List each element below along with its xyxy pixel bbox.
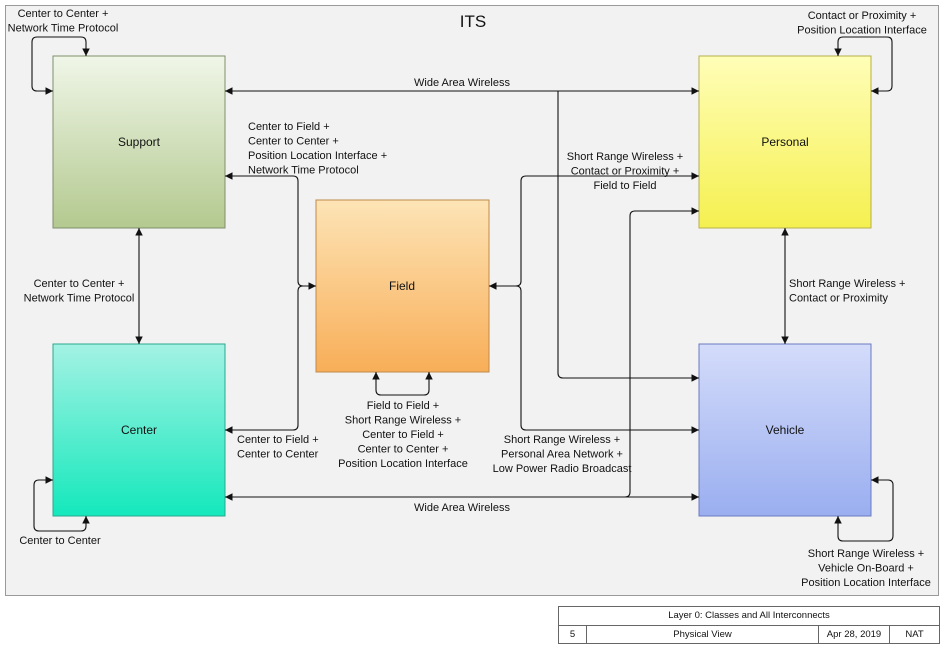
field-box[interactable]: Field xyxy=(315,199,490,373)
support-vehicle-connector xyxy=(557,91,699,382)
field-vehicle-label: Short Range Wireless + Personal Area Netw… xyxy=(493,434,632,475)
personal-self-connector xyxy=(834,36,893,95)
label-line: Center to Center xyxy=(19,535,101,547)
label-line: Field to Field xyxy=(594,180,657,192)
label-line: Center to Center + xyxy=(34,278,125,290)
label-line: Center to Field + xyxy=(248,121,330,133)
label-line: Short Range Wireless + xyxy=(789,278,905,290)
label-line: Wide Area Wireless xyxy=(414,502,510,514)
support-box[interactable]: Support xyxy=(52,55,226,229)
personal-vehicle-label: Short Range Wireless + Contact or Proximi… xyxy=(789,278,905,305)
label-line: Short Range Wireless + xyxy=(345,415,461,427)
label-line: Field to Field + xyxy=(367,400,439,412)
personal-self-label: Contact or Proximity + Position Location … xyxy=(797,10,927,37)
center-field-connector xyxy=(225,285,304,434)
center-box[interactable]: Center xyxy=(52,343,226,517)
support-personal-label: Wide Area Wireless xyxy=(414,77,510,89)
label-line: Network Time Protocol xyxy=(24,293,135,305)
vehicle-box[interactable]: Vehicle xyxy=(698,343,872,517)
label-line: Short Range Wireless + xyxy=(567,151,683,163)
title-block: Layer 0: Classes and All Interconnects 5… xyxy=(558,606,940,644)
label-line: Vehicle On-Board + xyxy=(818,563,914,575)
center-label: Center xyxy=(121,423,157,437)
label-line: Center to Center + xyxy=(248,136,339,148)
field-self-connector xyxy=(372,372,433,396)
support-field-connector xyxy=(225,172,316,290)
personal-label: Personal xyxy=(761,135,808,149)
field-personal-connector xyxy=(489,172,699,290)
title-block-org: NAT xyxy=(905,629,924,640)
label-line: Short Range Wireless + xyxy=(504,434,620,446)
title-block-number: 5 xyxy=(559,626,587,644)
label-line: Position Location Interface xyxy=(797,25,927,37)
label-line: Center to Center + xyxy=(358,444,449,456)
label-line: Low Power Radio Broadcast xyxy=(493,463,632,475)
center-self-label: Center to Center xyxy=(19,535,101,547)
label-line: Short Range Wireless + xyxy=(808,548,924,560)
label-line: Wide Area Wireless xyxy=(414,77,510,89)
center-self-connector xyxy=(33,476,90,532)
field-vehicle-connector xyxy=(515,285,699,434)
title-block-heading: Layer 0: Classes and All Interconnects xyxy=(559,607,939,626)
support-label: Support xyxy=(118,135,161,149)
center-field-label: Center to Field + Center to Center xyxy=(237,434,319,461)
label-line: Center to Center + xyxy=(18,8,109,20)
label-line: Personal Area Network + xyxy=(501,449,623,461)
support-center-label: Center to Center + Network Time Protocol xyxy=(24,278,135,305)
support-self-label: Center to Center + Network Time Protocol xyxy=(8,8,119,35)
center-vehicle-label: Wide Area Wireless xyxy=(414,502,510,514)
title-block-view: Physical View xyxy=(587,626,819,644)
label-line: Center to Center xyxy=(237,449,319,461)
field-label: Field xyxy=(389,279,415,293)
label-line: Contact or Proximity + xyxy=(808,10,917,22)
connector-labels: Center to Center +Network Time ProtocolC… xyxy=(8,8,931,589)
label-line: Position Location Interface + xyxy=(248,150,387,162)
personal-box[interactable]: Personal xyxy=(698,55,872,229)
vehicle-label: Vehicle xyxy=(766,423,805,437)
label-line: Contact or Proximity + xyxy=(571,166,680,178)
support-field-label: Center to Field + Center to Center + Posit… xyxy=(248,121,387,177)
label-line: Center to Field + xyxy=(237,434,319,446)
label-line: Position Location Interface xyxy=(338,458,468,470)
diagram-title: ITS xyxy=(460,12,486,31)
label-line: Position Location Interface xyxy=(801,577,931,589)
title-block-date: Apr 28, 2019 xyxy=(819,626,890,644)
center-personal-connector xyxy=(624,207,699,498)
label-line: Center to Field + xyxy=(362,429,444,441)
vehicle-self-label: Short Range Wireless + Vehicle On-Board +… xyxy=(801,548,931,589)
personal-field-label: Short Range Wireless + Contact or Proximi… xyxy=(567,151,683,192)
support-self-connector xyxy=(31,36,90,95)
field-self-label: Field to Field + Short Range Wireless + Ce… xyxy=(338,400,468,470)
vehicle-self-connector xyxy=(834,476,894,542)
label-line: Network Time Protocol xyxy=(8,23,119,35)
label-line: Contact or Proximity xyxy=(789,293,889,305)
label-line: Network Time Protocol xyxy=(248,165,359,177)
